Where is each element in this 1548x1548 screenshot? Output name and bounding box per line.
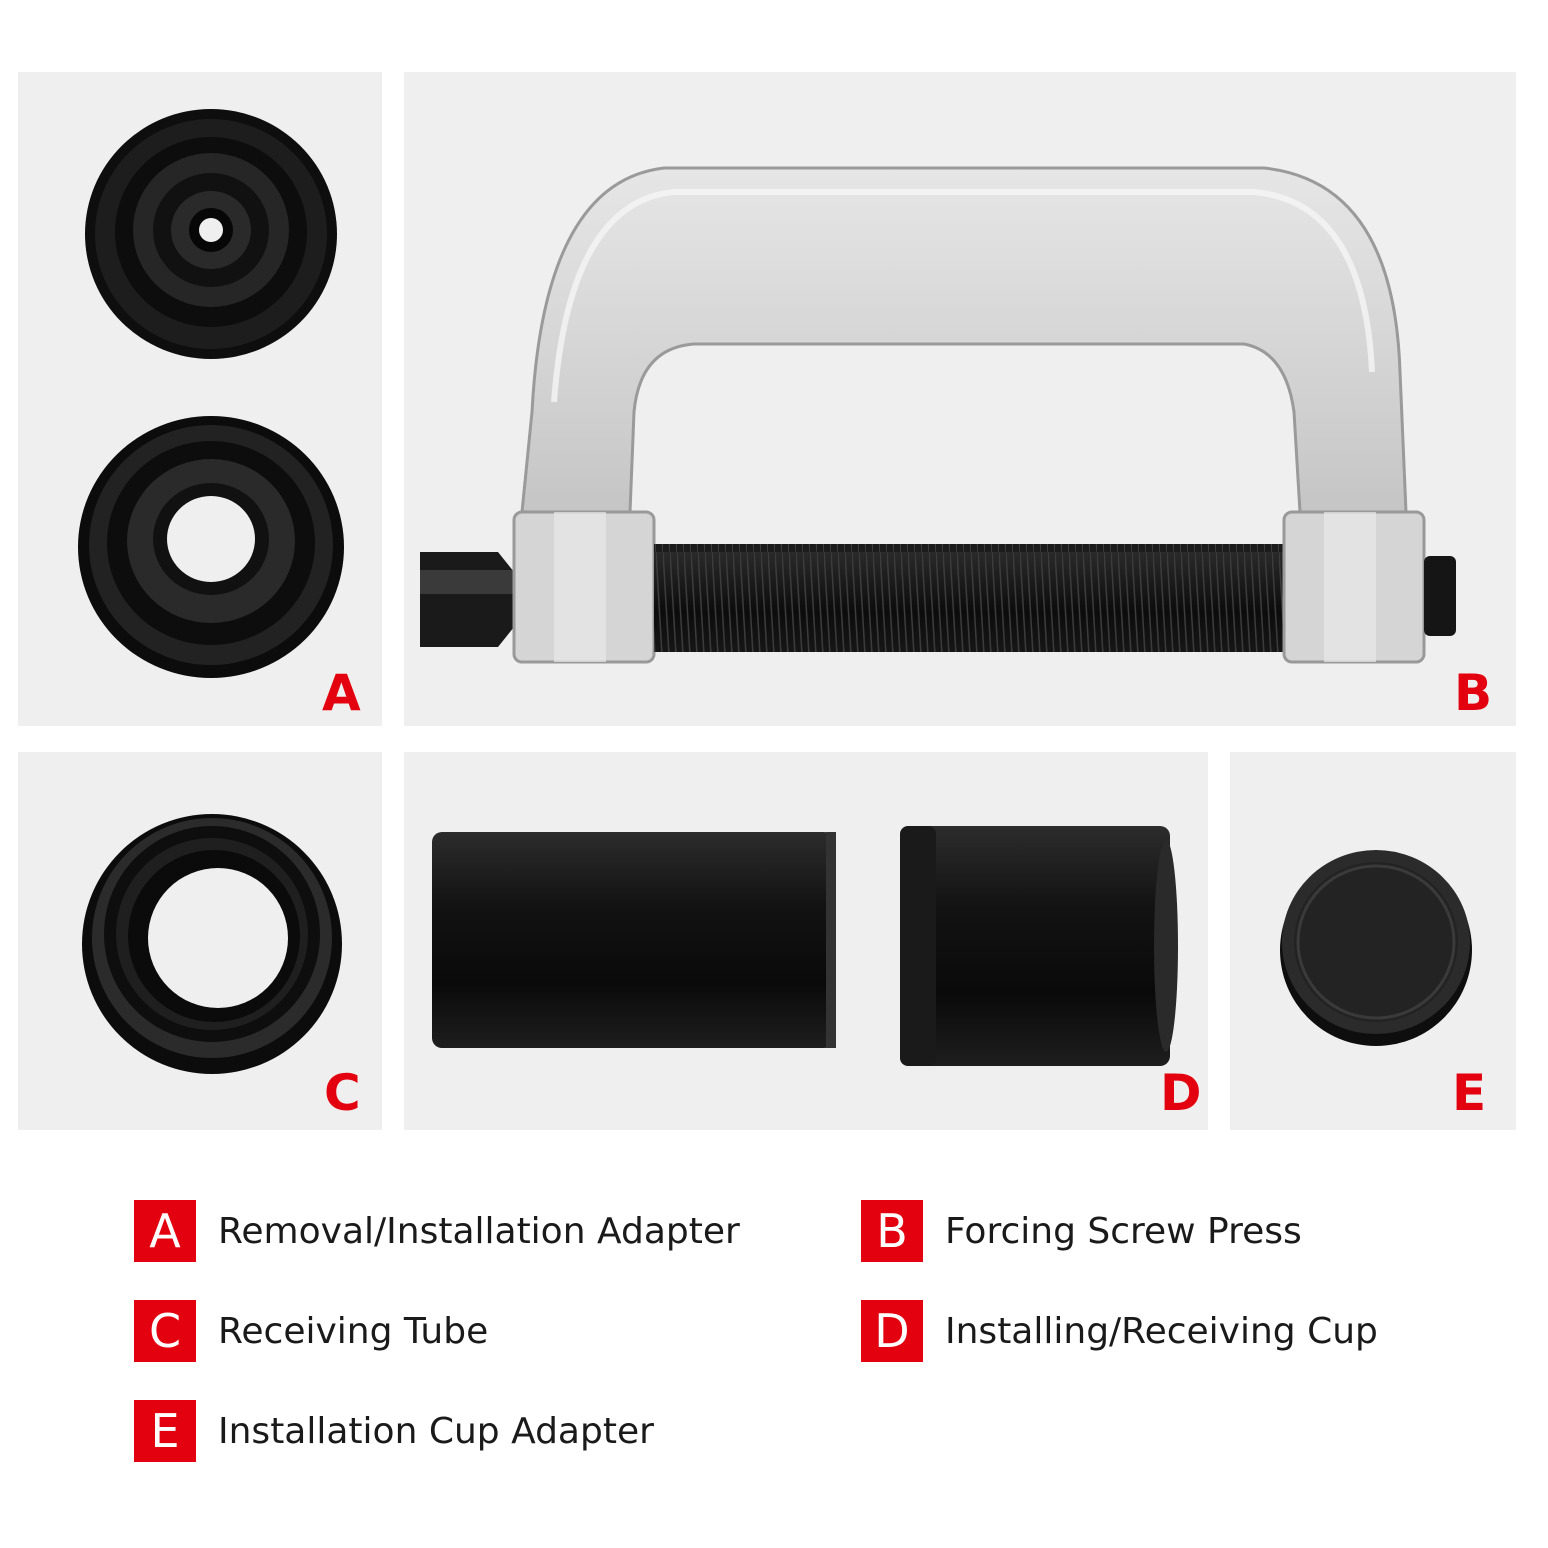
panel-e-letter: E [1452,1064,1487,1122]
legend-label-d: Installing/Receiving Cup [945,1310,1378,1352]
legend-item-c: C Receiving Tube [134,1300,488,1362]
adapter-rings-icon [78,109,344,678]
panel-a-letter: A [322,664,361,722]
panel-e: E [1230,752,1516,1130]
c-frame-press-icon [420,166,1456,664]
legend-item-e: E Installation Cup Adapter [134,1400,654,1462]
receiving-tube-icon [82,814,342,1074]
panel-d-letter: D [1160,1064,1202,1122]
panel-a: A [18,72,382,726]
panel-d: D [404,752,1208,1130]
legend-label-e: Installation Cup Adapter [218,1410,654,1452]
legend-badge-a: A [134,1200,196,1262]
legend-item-a: A Removal/Installation Adapter [134,1200,740,1262]
legend-label-a: Removal/Installation Adapter [218,1210,740,1252]
legend-badge-e: E [134,1400,196,1462]
legend-label-b: Forcing Screw Press [945,1210,1302,1252]
legend-badge-c: C [134,1300,196,1362]
panel-b-letter: B [1454,664,1493,722]
panel-b: B [404,72,1516,726]
panel-c-letter: C [324,1064,361,1122]
cup-cylinders-icon [432,826,1178,1066]
panel-c: C [18,752,382,1130]
legend-item-b: B Forcing Screw Press [861,1200,1302,1262]
cup-cylinders-disc-icon [1280,850,1472,1046]
legend-label-c: Receiving Tube [218,1310,489,1352]
legend-badge-b: B [861,1200,923,1262]
legend-item-d: D Installing/Receiving Cup [861,1300,1378,1362]
legend-badge-d: D [861,1300,923,1362]
